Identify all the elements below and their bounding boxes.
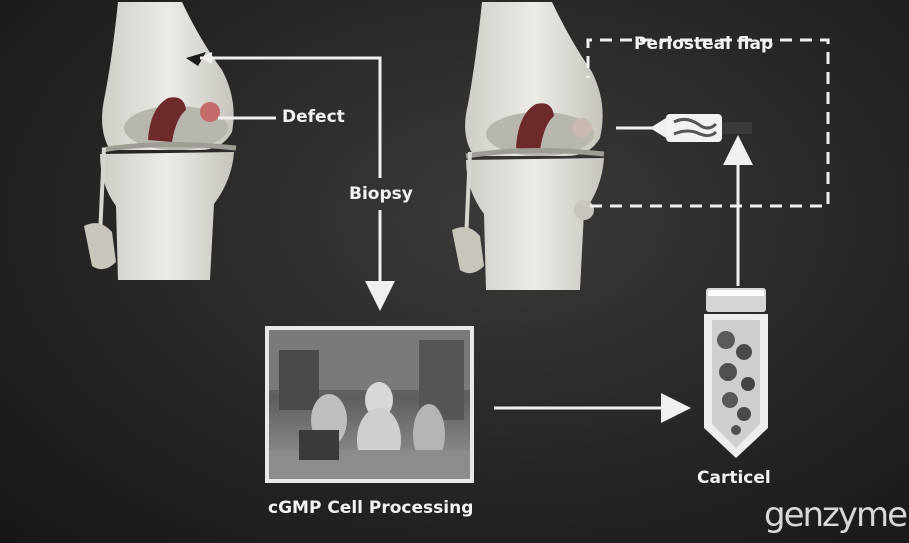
flap-spot-right <box>574 200 594 220</box>
knee-left <box>84 2 236 280</box>
tibia-left <box>100 152 234 280</box>
defect-spot <box>200 102 220 122</box>
cgmp-label: cGMP Cell Processing <box>268 500 473 517</box>
carticel-vial <box>704 288 768 458</box>
carticel-label: Carticel <box>697 470 771 487</box>
knee-right <box>452 2 604 290</box>
repair-spot-right <box>572 118 592 138</box>
hand-right <box>452 227 484 273</box>
genzyme-logo: genzyme <box>764 498 906 532</box>
syringe <box>616 114 752 142</box>
periosteal-flap-label: Periosteal flap <box>634 36 773 53</box>
cgmp-photo <box>265 326 474 483</box>
biopsy-label: Biopsy <box>349 186 413 203</box>
defect-label: Defect <box>282 109 345 126</box>
tibia-right <box>466 158 604 290</box>
cgmp-photo-scene <box>269 330 470 479</box>
hand-left <box>84 223 116 269</box>
